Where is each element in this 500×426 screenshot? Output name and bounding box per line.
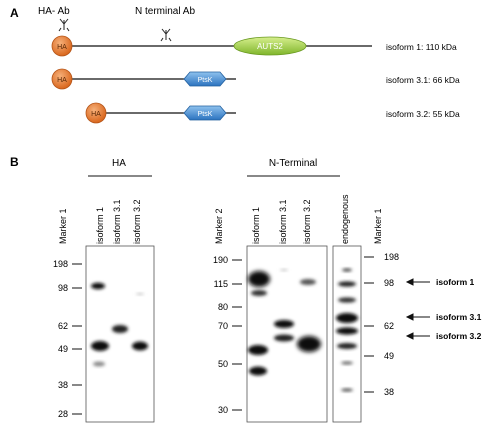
ha-blot <box>85 245 155 423</box>
right-marker-ticks <box>364 256 374 393</box>
mid-marker-labels: 190 115 80 70 50 30 <box>213 255 228 415</box>
isoform-1-caption: isoform 1: 110 kDa <box>386 42 457 52</box>
svg-text:PtsK: PtsK <box>198 111 213 118</box>
ptsk-domain <box>183 105 227 121</box>
svg-text:28: 28 <box>58 409 68 419</box>
nterm-ab-label: N terminal Ab <box>135 6 195 17</box>
svg-text:98: 98 <box>384 278 394 288</box>
arrow-label-isoform-1: isoform 1 <box>436 277 475 287</box>
ha-tag-icon <box>51 68 73 90</box>
lane-label: isoform 3.1 <box>278 199 288 244</box>
mid-marker-ticks <box>232 259 242 411</box>
ha-antibody-icon <box>58 18 70 32</box>
lane-label: endogenous <box>340 194 350 244</box>
lane-label: isoform 3.2 <box>132 199 142 244</box>
lane-label: Marker 1 <box>373 208 383 244</box>
svg-text:38: 38 <box>58 380 68 390</box>
isoform-3-1-caption: isoform 3.1: 66 kDa <box>386 75 460 85</box>
auts2-text: AUTS2 <box>257 42 283 51</box>
svg-text:115: 115 <box>214 279 228 289</box>
left-marker-labels: 198 98 62 49 38 28 <box>53 259 68 419</box>
isoform-3-2-diagram: HA PtsK <box>85 102 236 124</box>
svg-text:38: 38 <box>384 387 394 397</box>
nterm-blot <box>246 245 328 423</box>
left-lane-labels: Marker 1 isoform 1 isoform 3.1 isoform 3… <box>58 199 142 244</box>
panel-a-label: A <box>10 6 19 20</box>
lane-label: isoform 1 <box>251 207 261 244</box>
svg-text:30: 30 <box>218 405 228 415</box>
svg-text:62: 62 <box>384 321 394 331</box>
lane-label: isoform 3.2 <box>302 199 312 244</box>
endogenous-blot <box>332 245 362 423</box>
auts2-domain <box>233 36 307 56</box>
left-marker-ticks <box>72 263 82 415</box>
svg-text:HA: HA <box>91 111 101 118</box>
ha-header: HA <box>112 158 126 169</box>
panel-b-label: B <box>10 155 19 169</box>
lane-label: isoform 1 <box>95 207 105 244</box>
band-arrows <box>405 278 430 340</box>
lane-label: Marker 2 <box>214 208 224 244</box>
svg-text:49: 49 <box>384 351 394 361</box>
lane-label: isoform 3.1 <box>112 199 122 244</box>
svg-text:198: 198 <box>53 259 68 269</box>
ha-tag-text: HA <box>57 44 67 51</box>
svg-text:50: 50 <box>218 359 228 369</box>
isoform-1-diagram: HA AUTS2 <box>51 35 372 57</box>
isoform-3-2-caption: isoform 3.2: 55 kDa <box>386 109 460 119</box>
arrow-labels: isoform 1 isoform 3.1 isoform 3.2 <box>436 277 482 341</box>
ha-ab-label: HA- Ab <box>38 6 70 17</box>
svg-text:190: 190 <box>213 255 228 265</box>
lane-label: Marker 1 <box>58 208 68 244</box>
right-marker-labels: 198 98 62 49 38 <box>384 252 399 397</box>
svg-text:70: 70 <box>218 321 228 331</box>
svg-text:62: 62 <box>58 321 68 331</box>
ha-tag-icon <box>85 102 107 124</box>
svg-text:HA: HA <box>57 77 67 84</box>
svg-text:98: 98 <box>58 283 68 293</box>
svg-text:PtsK: PtsK <box>198 77 213 84</box>
svg-text:49: 49 <box>58 344 68 354</box>
isoform-3-1-diagram: HA PtsK <box>51 68 236 90</box>
nterm-antibody-icon <box>160 28 172 42</box>
arrow-label-isoform-3-1: isoform 3.1 <box>436 312 482 322</box>
svg-text:198: 198 <box>384 252 399 262</box>
ptsk-domain <box>183 71 227 87</box>
ha-tag-icon <box>51 35 73 57</box>
mid-lane-labels: Marker 2 isoform 1 isoform 3.1 isoform 3… <box>214 194 383 244</box>
arrow-label-isoform-3-2: isoform 3.2 <box>436 331 482 341</box>
nterm-header: N-Terminal <box>269 158 317 169</box>
svg-text:80: 80 <box>218 302 228 312</box>
